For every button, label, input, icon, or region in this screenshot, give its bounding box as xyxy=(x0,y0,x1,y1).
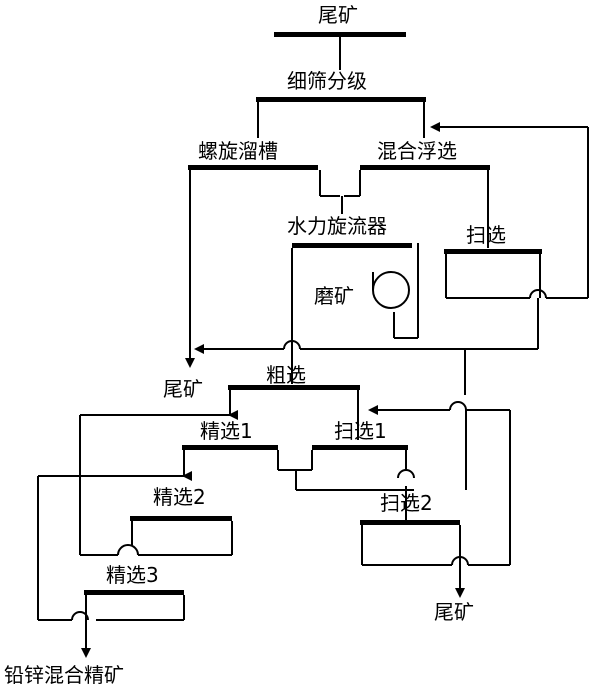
cleaner3-bar xyxy=(84,590,184,595)
tailings-feed-label: 尾矿 xyxy=(318,3,358,27)
cleaner1-bar xyxy=(182,445,278,450)
scavenging-label: 扫选 xyxy=(466,223,506,247)
hydrocyclone-label: 水力旋流器 xyxy=(287,214,387,238)
cleaner3-box xyxy=(71,595,185,621)
cleaner3-label: 精选3 xyxy=(106,563,159,587)
scavenger1-label: 扫选1 xyxy=(334,419,387,443)
spiral-chute-label: 螺旋溜槽 xyxy=(198,139,278,163)
fine-screening-box xyxy=(257,102,425,138)
scavenger1-return-line xyxy=(295,410,467,491)
cleaner1-label: 精选1 xyxy=(200,419,253,443)
cleaner1-concentrate-line xyxy=(37,450,192,621)
scavenger2-bar xyxy=(360,520,460,525)
fine-screening-label: 细筛分级 xyxy=(287,69,367,93)
cleaner2-bar xyxy=(130,516,232,521)
spiral-to-hydrocyclone-line xyxy=(319,170,340,197)
scavenger2-box xyxy=(361,525,510,566)
feed-bar xyxy=(274,32,406,37)
scavenger1-bar xyxy=(312,445,408,450)
concentrate-label: 铅锌混合精矿 xyxy=(4,663,124,687)
scavenging-recycle-line xyxy=(430,122,589,298)
grinding-mill-icon xyxy=(372,271,410,309)
bulk-flotation-bar xyxy=(360,165,490,170)
scavenger-feed-line xyxy=(449,349,511,565)
rougher-concentrate-line xyxy=(79,410,238,556)
flotation-to-hydrocyclone-line xyxy=(341,170,361,214)
scavenging-box xyxy=(445,254,588,299)
cleaner2-label: 精选2 xyxy=(153,485,206,509)
cleaner2-box xyxy=(117,521,233,556)
bulk-flotation-label: 混合浮选 xyxy=(377,139,457,163)
scavenging-to-rougher-line xyxy=(194,298,539,354)
scavenging-bar xyxy=(444,249,542,254)
hydrocyclone-box xyxy=(291,243,419,339)
scavenger1-tailings-line xyxy=(397,450,415,520)
tailings-mid-label: 尾矿 xyxy=(163,377,203,401)
spiral-chute-bar xyxy=(188,165,318,170)
fine-screening-bar xyxy=(256,97,426,102)
tailings-final-label: 尾矿 xyxy=(434,600,474,624)
rougher-label: 粗选 xyxy=(266,363,306,387)
hydrocyclone-bar xyxy=(292,243,412,248)
cleaner1-to-scavenger1-link xyxy=(277,450,313,471)
grinding-label: 磨矿 xyxy=(314,284,354,308)
rougher-bar xyxy=(228,385,360,390)
